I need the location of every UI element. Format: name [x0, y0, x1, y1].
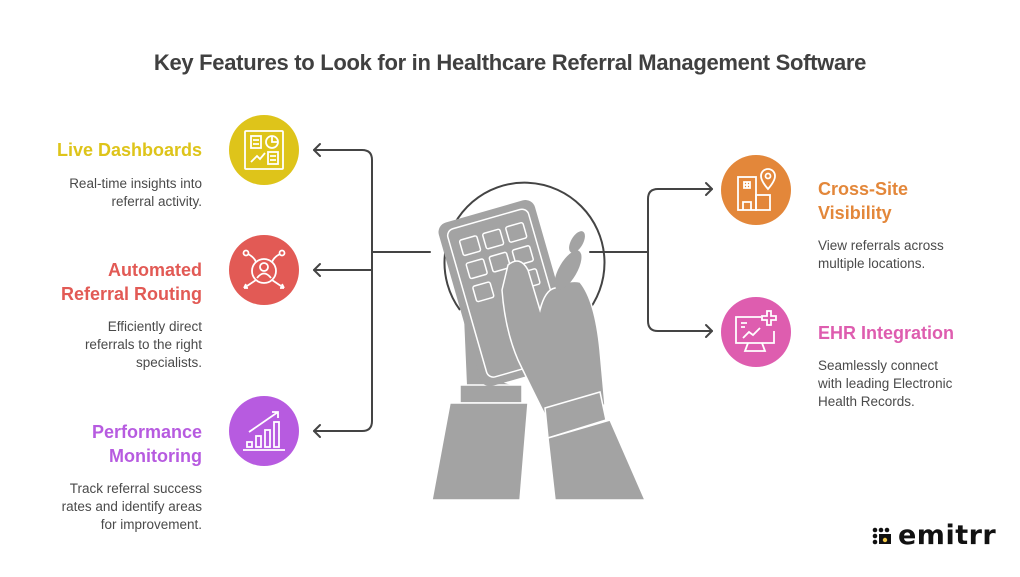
monitor-medical-icon — [721, 297, 791, 367]
page-title: Key Features to Look for in Healthcare R… — [153, 50, 867, 75]
feature-title: EHR Integration — [818, 323, 955, 343]
feature-title: Live Dashboards — [56, 140, 202, 160]
hands-keypad-illustration — [431, 181, 646, 500]
feature-description: Efficiently direct referrals to the righ… — [84, 319, 202, 370]
dashboard-icon — [229, 115, 299, 185]
feature-title: Automated Referral Routing — [60, 260, 202, 304]
feature-description: View referrals across multiple locations… — [818, 238, 944, 271]
feature-description: Seamlessly connect with leading Electron… — [818, 358, 953, 409]
logo-text: emitrr — [898, 520, 997, 551]
feature-title: Cross-Site Visibility — [818, 179, 909, 223]
bar-chart-growth-icon — [229, 396, 299, 466]
emitrr-logo: emitrr — [872, 520, 996, 551]
routing-user-icon — [229, 235, 299, 305]
feature-description: Real-time insights into referral activit… — [69, 176, 202, 209]
emitrr-logo-mark-icon — [872, 527, 891, 544]
feature-title: Performance Monitoring — [91, 422, 202, 466]
hospital-location-icon — [721, 155, 791, 225]
feature-description: Track referral success rates and identif… — [61, 481, 202, 532]
